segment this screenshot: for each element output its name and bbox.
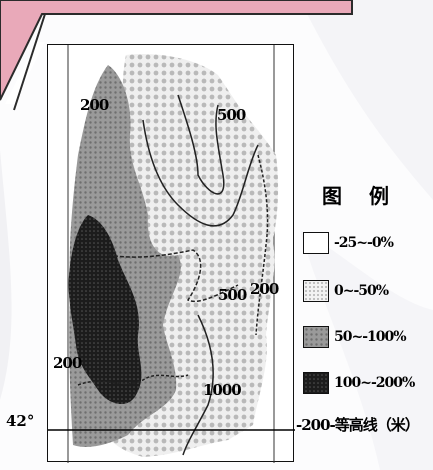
map-canvas	[48, 45, 295, 463]
region-dark	[68, 215, 142, 405]
legend-label: 0~-50%	[334, 283, 389, 299]
contour-line	[177, 94, 225, 195]
contour-line	[77, 374, 189, 386]
legend-item: 50~-100%	[303, 324, 431, 352]
legend-swatch-dark	[303, 372, 329, 394]
contour-legend: -200-等高线（米）	[296, 416, 420, 434]
latitude-label: 42°	[6, 412, 35, 430]
contour-label: 500	[217, 106, 246, 124]
contour-label: 200	[53, 354, 82, 372]
legend-swatch-blank	[303, 232, 329, 254]
legend-swatch-medium	[303, 326, 329, 348]
legend-label: 50~-100%	[334, 329, 407, 345]
contour-line	[142, 119, 259, 227]
contour-label: 500	[218, 286, 247, 304]
contour-label: 200	[250, 280, 279, 298]
contour-line	[182, 314, 214, 456]
contour-label: 200	[80, 96, 109, 114]
contour-line	[255, 154, 269, 336]
contour-label: 1000	[203, 381, 242, 399]
legend-item: -25~-0%	[303, 230, 431, 258]
map-frame	[47, 44, 295, 463]
legend-label: -25~-0%	[334, 235, 394, 251]
legend-swatch-light	[303, 280, 329, 302]
legend-title: 图 例	[322, 184, 399, 208]
legend-item: 100~-200%	[303, 370, 431, 398]
legend-label: 100~-200%	[334, 375, 415, 391]
legend-item: 0~-50%	[303, 278, 431, 306]
contour-line	[107, 249, 239, 302]
pink-banner	[0, 0, 353, 111]
